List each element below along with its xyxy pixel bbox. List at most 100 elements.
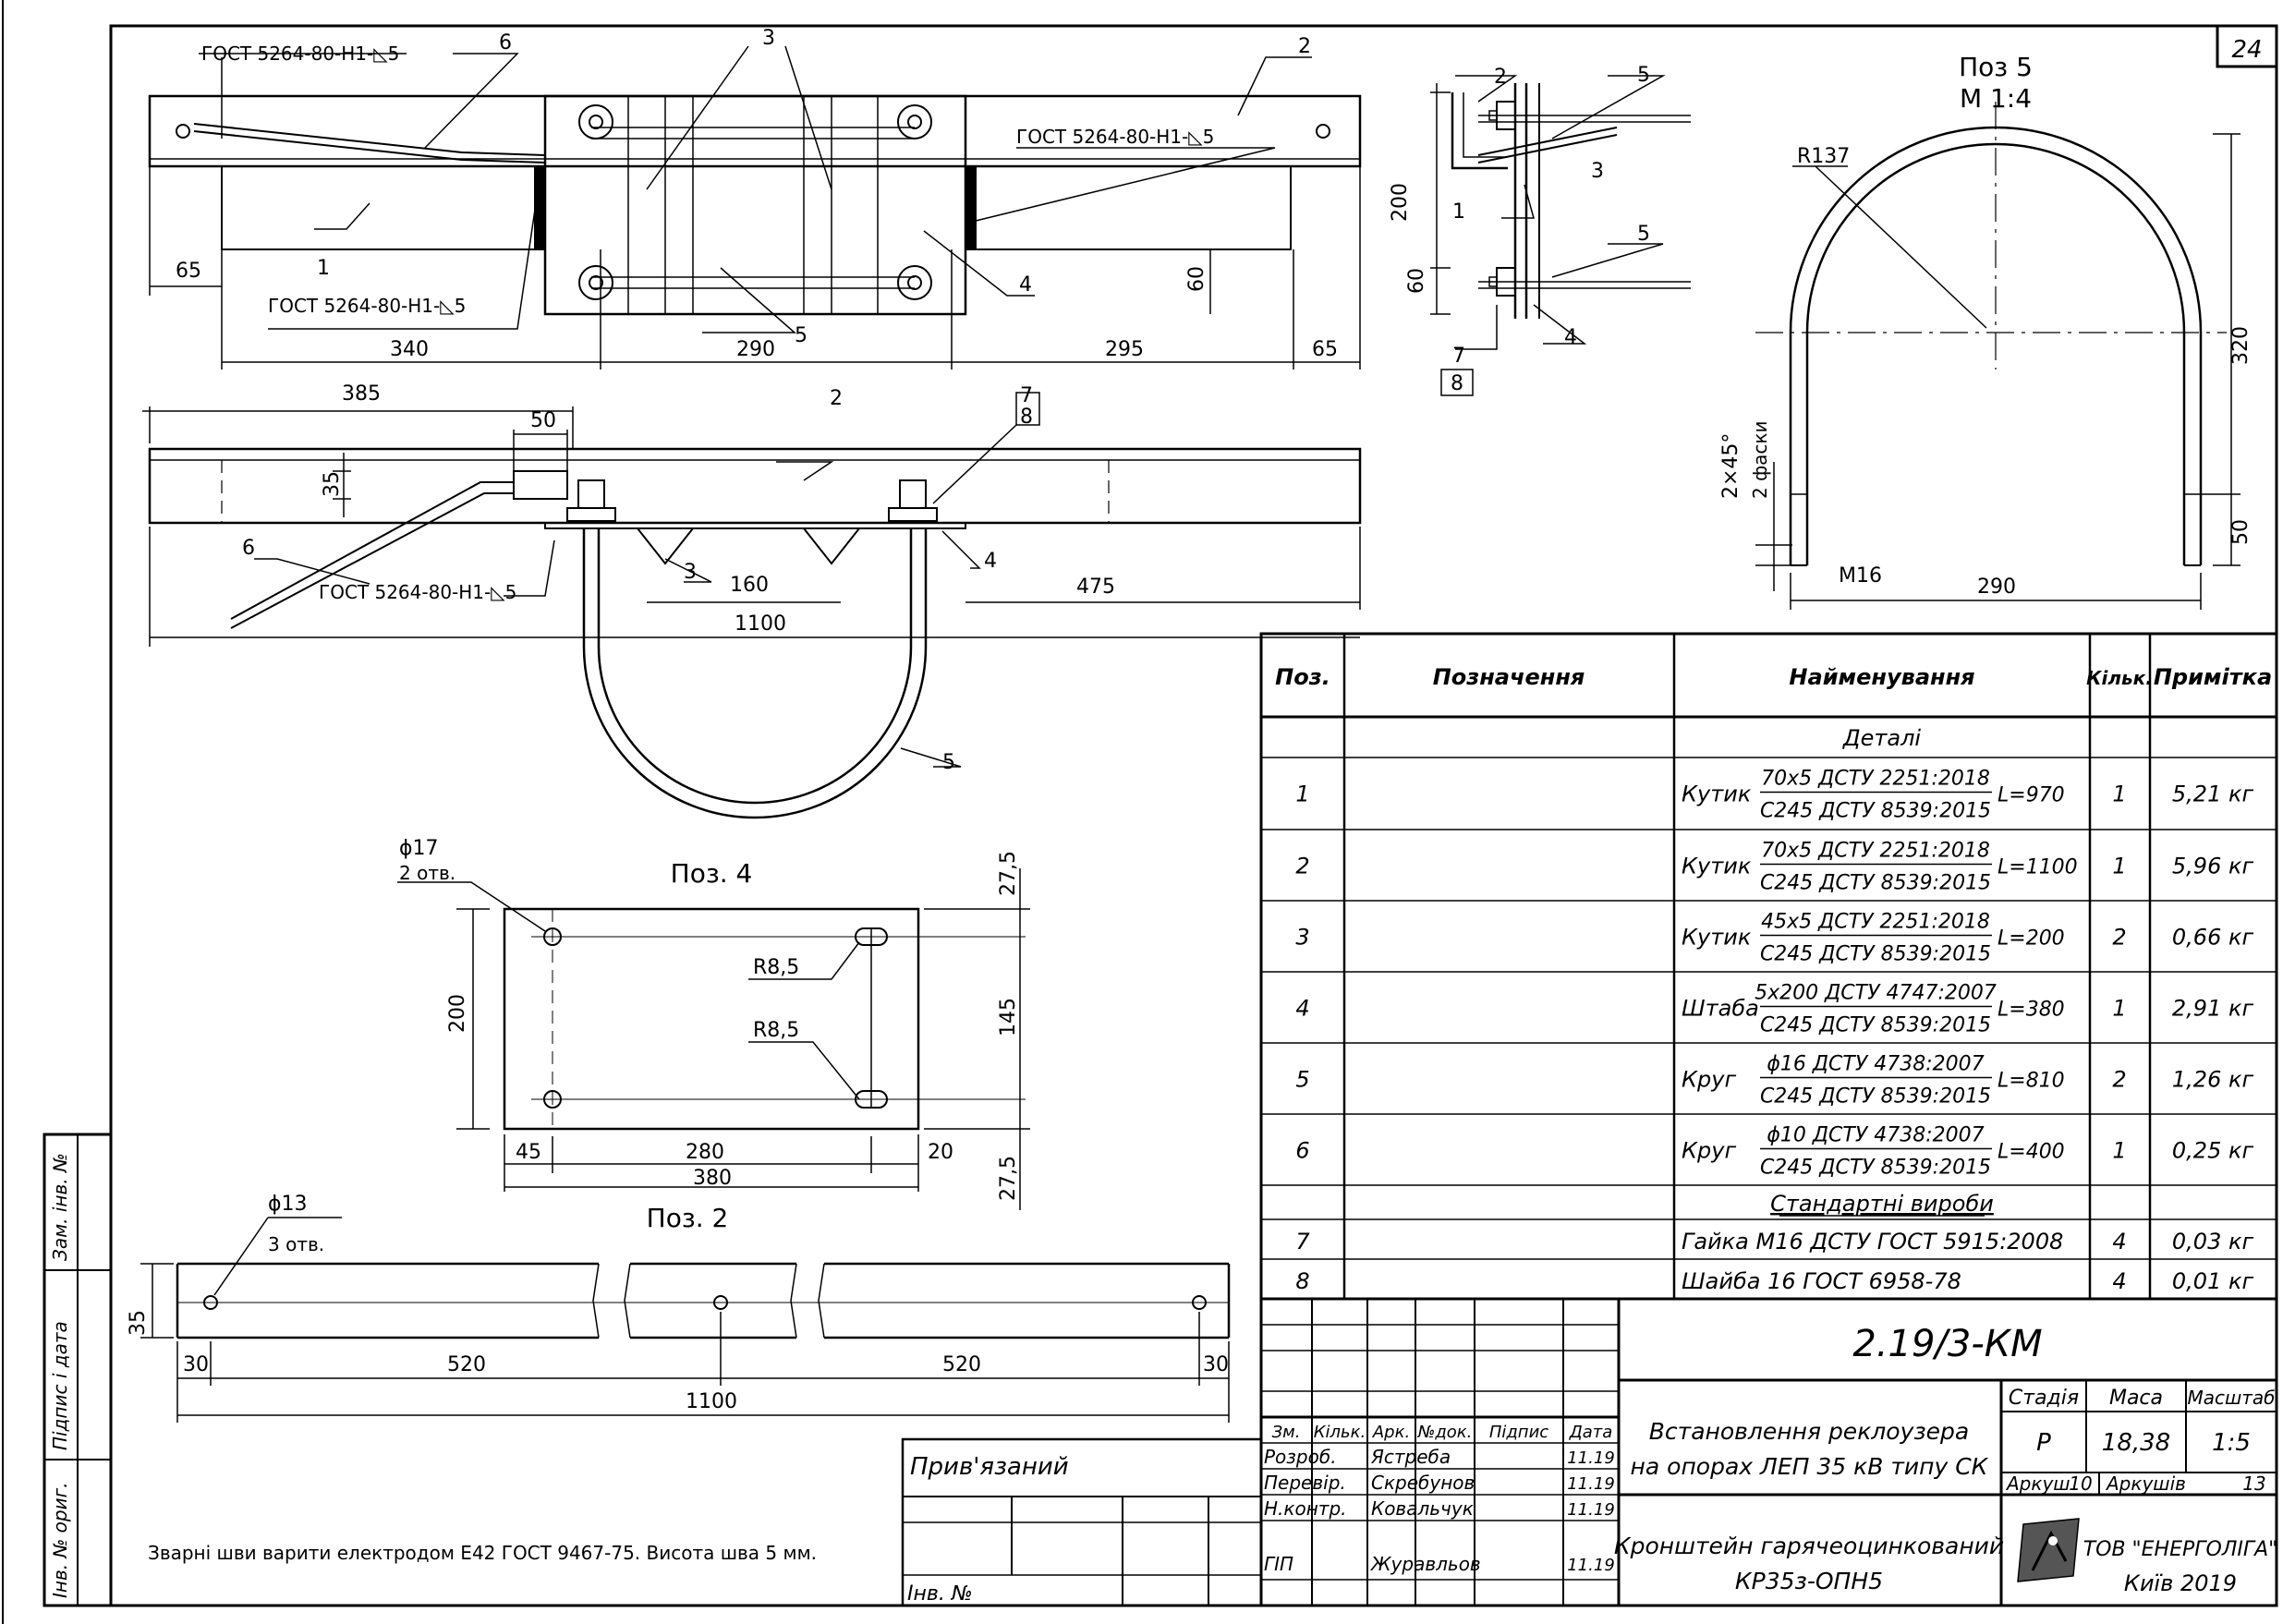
- spec-std-row-name: Гайка М16 ДСТУ ГОСТ 5915:2008: [1682, 1229, 2063, 1254]
- role-checked: Перевір.: [1264, 1472, 1346, 1494]
- pos4-dim-275-bottom: 27,5: [997, 1156, 1020, 1201]
- mass-label: Маса: [2109, 1387, 2163, 1410]
- sheet-value: 10: [2069, 1473, 2092, 1495]
- spec-std-row-note: 0,01 кг: [2172, 1268, 2254, 1294]
- spec-std-row-note: 0,03 кг: [2172, 1229, 2254, 1254]
- name-chief-engineer: Журавльов: [1369, 1553, 1481, 1575]
- pos2-dim-520-left: 520: [447, 1353, 486, 1376]
- strip-signature-date: Підпис і дата: [49, 1321, 71, 1450]
- col-docnum: №док.: [1417, 1423, 1473, 1442]
- front-dim-35: 35: [321, 471, 344, 497]
- spec-row-kind: Круг: [1682, 1067, 1736, 1093]
- pos5-thread: М16: [1839, 564, 1882, 588]
- spec-header-note: Примітка: [2154, 664, 2272, 690]
- plan-dim-60: 60: [1185, 266, 1208, 292]
- plan-dim-65-right: 65: [1312, 338, 1338, 361]
- side-pos-8: 8: [1451, 372, 1463, 395]
- name-normcontrol: Ковальчук: [1371, 1497, 1474, 1520]
- plan-pos-6: 6: [499, 31, 512, 55]
- plan-gost-top-right: ГОСТ 5264-80-Н1-◺5: [1016, 126, 1214, 148]
- spec-row-length: L=970: [1998, 784, 2065, 807]
- pos4-dim-275-top: 27,5: [997, 851, 1020, 896]
- spec-row-kind: Кутик: [1682, 854, 1752, 879]
- side-dim-200: 200: [1389, 183, 1412, 222]
- pos2-hole-count: 3 отв.: [268, 1233, 324, 1255]
- col-date: Дата: [1569, 1423, 1613, 1442]
- side-pos-1: 1: [1452, 200, 1465, 224]
- spec-row-pos: 5: [1295, 1067, 1309, 1093]
- spec-row-qty: 2: [2112, 1067, 2126, 1093]
- spec-row-steel: С245 ДСТУ 8539:2015: [1760, 872, 1991, 895]
- pos4-r1: R8,5: [753, 956, 799, 979]
- company-name: ТОВ "ЕНЕРГОЛІГА": [2083, 1538, 2278, 1561]
- spec-row-kind: Штаба: [1682, 996, 1759, 1022]
- front-dim-50: 50: [530, 409, 556, 432]
- pos4-dim-380: 380: [693, 1167, 732, 1190]
- pos5-title: Поз 5: [1959, 52, 2033, 82]
- pos2-view: Поз. 2 ϕ13 3 отв. 35 30 520 520 30 1100: [127, 1193, 1231, 1423]
- scale-label: Масштаб: [2187, 1387, 2275, 1409]
- side-pos-4: 4: [1564, 326, 1577, 349]
- spec-row-length: L=1100: [1998, 856, 2078, 879]
- col-change: Зм.: [1272, 1423, 1301, 1442]
- col-signature: Підпис: [1489, 1423, 1548, 1442]
- spec-row-qty: 2: [2112, 925, 2126, 951]
- spec-header-pos: Поз.: [1275, 664, 1330, 690]
- pos5-scale: М 1:4: [1960, 83, 2032, 114]
- spec-row-steel: С245 ДСТУ 8539:2015: [1760, 943, 1991, 966]
- front-dim-1100: 1100: [735, 612, 786, 636]
- project-line-2: на опорах ЛЕП 35 кВ типу СК: [1631, 1453, 1989, 1480]
- spec-row-qty: 1: [2112, 854, 2126, 879]
- plan-pos-2: 2: [1298, 35, 1311, 58]
- spec-row-note: 5,96 кг: [2172, 854, 2254, 879]
- date-chief-engineer: 11.19: [1567, 1556, 1615, 1575]
- doc-code: 2.19/3-КМ: [1852, 1323, 2042, 1365]
- front-dim-475: 475: [1076, 576, 1115, 599]
- role-chief-engineer: ГІП: [1264, 1553, 1293, 1575]
- pos2-dim-30-left: 30: [183, 1353, 209, 1376]
- city-year: Київ 2019: [2124, 1570, 2237, 1596]
- front-dim-160: 160: [730, 574, 769, 597]
- spec-row-note: 0,66 кг: [2172, 925, 2254, 951]
- plan-dim-295: 295: [1105, 338, 1144, 361]
- name-checked: Скребунов: [1371, 1472, 1475, 1494]
- plan-pos-3: 3: [762, 27, 775, 50]
- front-view: 385 50 35 2 7 8 6 ГОСТ 5264-80-Н1-◺5 3 1…: [142, 382, 1362, 819]
- date-developer: 11.19: [1567, 1448, 1615, 1468]
- project-line-1: Встановлення реклоузера: [1649, 1418, 1969, 1445]
- plan-pos-5: 5: [795, 324, 808, 347]
- plan-dim-340: 340: [390, 338, 429, 361]
- side-view: 2 5 3 1 5 4 7 8 200 60: [1389, 64, 1691, 396]
- pos4-hole-count: 2 отв.: [399, 862, 455, 884]
- pos4-dim-145: 145: [997, 998, 1020, 1036]
- front-pos-3: 3: [684, 561, 697, 584]
- spec-row-profile: 5х200 ДСТУ 4747:2007: [1755, 982, 1997, 1005]
- spec-row-kind: Круг: [1682, 1138, 1736, 1164]
- spec-row-steel: С245 ДСТУ 8539:2015: [1760, 1085, 1991, 1109]
- spec-row-pos: 2: [1295, 854, 1309, 879]
- spec-row-note: 0,25 кг: [2172, 1138, 2254, 1164]
- spec-row-kind: Кутик: [1682, 925, 1752, 951]
- front-pos-7: 7: [1020, 384, 1033, 407]
- spec-section-details: Деталі: [1842, 725, 1922, 751]
- plan-dim-290: 290: [736, 338, 775, 361]
- sheet-number: 24: [2231, 36, 2262, 64]
- pos5-chamfer-note: 2 фаски: [1749, 420, 1771, 499]
- pos5-view: Поз 5 М 1:4 R137 320 50 2×45° 2 фаски М1…: [1719, 52, 2252, 610]
- spec-row-note: 2,91 кг: [2172, 996, 2254, 1022]
- spec-std-row-qty: 4: [2112, 1268, 2126, 1294]
- front-pos-2: 2: [830, 387, 843, 410]
- left-strip: Інв. № ориг. Підпис і дата Зам. інв. №: [42, 1133, 113, 1607]
- spec-header-qty: Кільк.: [2086, 667, 2153, 689]
- spec-row-steel: С245 ДСТУ 8539:2015: [1760, 1157, 1991, 1180]
- spec-row-length: L=400: [1998, 1141, 2065, 1164]
- pos5-dim-320: 320: [2229, 326, 2252, 365]
- spec-row-steel: С245 ДСТУ 8539:2015: [1760, 1014, 1991, 1037]
- pos2-dim-35: 35: [127, 1310, 150, 1336]
- spec-row-profile: ϕ10 ДСТУ 4738:2007: [1767, 1124, 1984, 1147]
- scale-value: 1:5: [2212, 1429, 2251, 1457]
- stage-label: Стадія: [2009, 1387, 2079, 1410]
- pos4-title: Поз. 4: [671, 858, 753, 889]
- spec-std-row-pos: 8: [1295, 1268, 1309, 1294]
